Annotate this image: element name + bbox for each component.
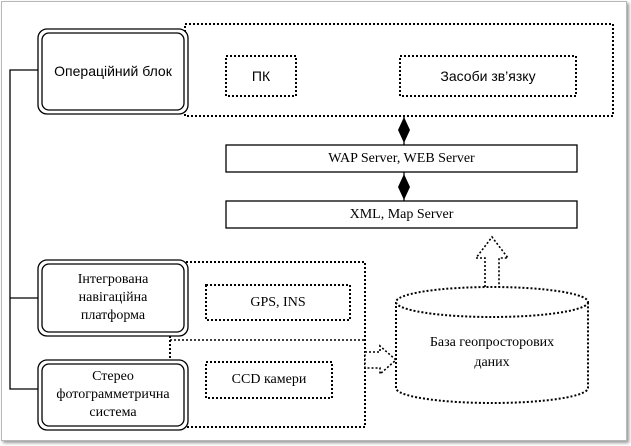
sensors-to-db-arrow bbox=[364, 344, 398, 376]
diagram-frame bbox=[1, 1, 627, 441]
operational-unit-inner-border bbox=[41, 32, 185, 111]
connector-diamond-middle bbox=[398, 174, 410, 200]
web-server-box bbox=[225, 144, 578, 173]
communications-label: Засоби зв’язку bbox=[440, 68, 536, 84]
pc-box bbox=[225, 55, 297, 97]
database-label: База геопросторових даних bbox=[429, 335, 555, 370]
connector-diamond-top bbox=[398, 117, 410, 143]
photogrammetry-system-label: Стерео фотограмметрична система bbox=[56, 369, 170, 420]
photogrammetry-system-box bbox=[37, 359, 189, 431]
operational-unit-label: Операційний блок bbox=[54, 63, 172, 79]
navigation-platform-label: Інтегрована навігаційна платформа bbox=[77, 272, 149, 323]
ccd-camera-label: CCD камери bbox=[231, 372, 307, 387]
operational-unit-box bbox=[37, 28, 189, 115]
map-server-box bbox=[225, 200, 578, 229]
navigation-platform-inner-border bbox=[41, 263, 185, 333]
left-bus-connector bbox=[9, 69, 42, 390]
gps-ins-label: GPS, INS bbox=[250, 294, 306, 310]
photogrammetry-system-inner-border bbox=[41, 363, 185, 427]
sensors-container bbox=[169, 261, 366, 428]
web-server-label: WAP Server, WEB Server bbox=[328, 150, 475, 166]
database-cylinder bbox=[395, 286, 589, 404]
ccd-camera-box bbox=[205, 361, 333, 399]
communications-box bbox=[399, 55, 577, 97]
map-server-label: XML, Map Server bbox=[349, 206, 454, 222]
gps-ins-box bbox=[205, 284, 351, 321]
navigation-platform-box bbox=[37, 259, 189, 337]
pc-label: ПК bbox=[251, 68, 271, 84]
